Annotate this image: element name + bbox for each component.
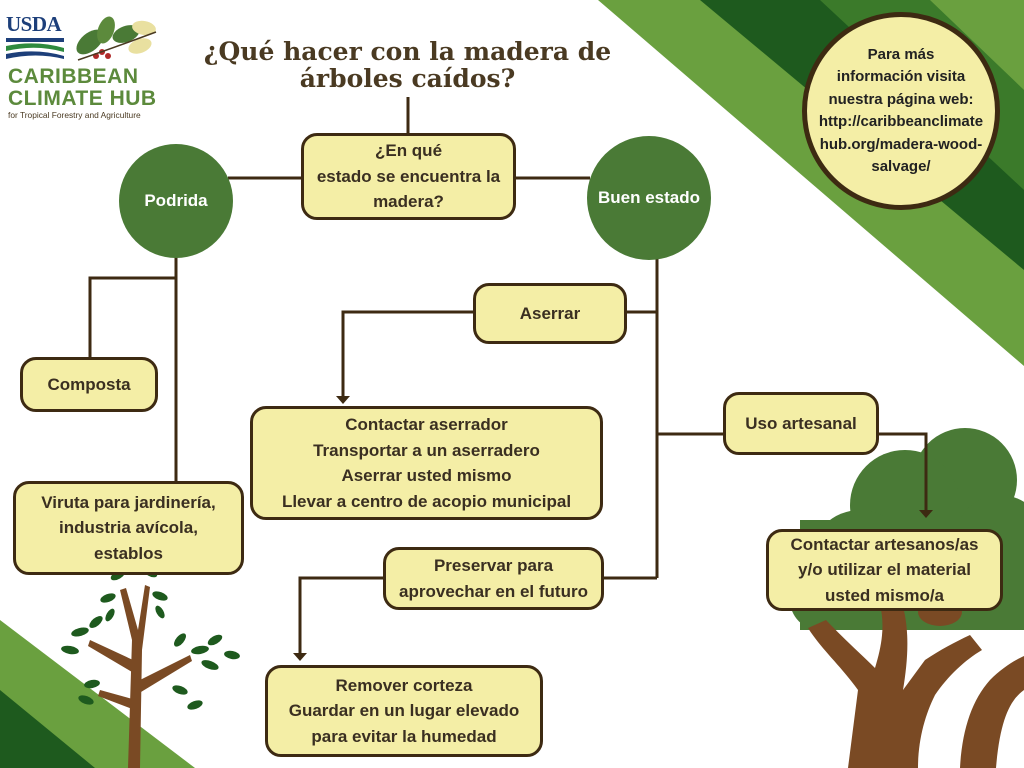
info-url-line: http://caribbeanclimate xyxy=(819,111,983,134)
title-line: árboles caídos? xyxy=(200,65,615,92)
saw-step-line: Contactar aserrador xyxy=(282,412,571,438)
arrowhead-preserve-steps xyxy=(293,653,307,661)
craft-step-line: y/o utilizar el material xyxy=(790,557,978,583)
info-line: Para más xyxy=(819,44,983,67)
more-info-circle: Para más información visita nuestra pági… xyxy=(802,12,1000,210)
chips-line: establos xyxy=(41,541,215,567)
craft-box: Uso artesanal xyxy=(723,392,879,455)
preserve-step-line: Guardar en un lugar elevado xyxy=(289,698,520,724)
saw-label: Aserrar xyxy=(520,301,581,327)
question-line: estado se encuentra la xyxy=(317,164,500,190)
info-url-line: salvage/ xyxy=(819,156,983,179)
page-title: ¿Qué hacer con la madera de árboles caíd… xyxy=(200,38,615,92)
title-line: ¿Qué hacer con la madera de xyxy=(200,38,615,65)
good-state-label: Buen estado xyxy=(598,188,700,208)
arrowhead-saw-steps xyxy=(336,396,350,404)
preserve-line: Preservar para xyxy=(399,553,588,579)
logo-tagline: for Tropical Forestry and Agriculture xyxy=(8,110,141,120)
leaf-logo-icon xyxy=(68,12,160,62)
connector-preserve-steps xyxy=(300,578,385,655)
preserve-line: aprovechar en el futuro xyxy=(399,579,588,605)
preserve-steps-box: Remover corteza Guardar en un lugar elev… xyxy=(265,665,543,757)
bottom-left-stripes xyxy=(0,620,195,768)
saw-step-line: Aserrar usted mismo xyxy=(282,463,571,489)
caribbean-climate-hub-logo: USDA CARIBBEAN CLIMATE HUB for Tropical … xyxy=(6,10,166,120)
info-url-line: hub.org/madera-wood- xyxy=(819,134,983,157)
good-state-circle: Buen estado xyxy=(587,136,711,260)
chips-line: industria avícola, xyxy=(41,515,215,541)
preserve-step-line: Remover corteza xyxy=(289,673,520,699)
compost-label: Composta xyxy=(47,372,130,398)
preserve-step-line: para evitar la humedad xyxy=(289,724,520,750)
question-line: madera? xyxy=(317,189,500,215)
saw-step-line: Transportar a un aserradero xyxy=(282,438,571,464)
usda-hills-icon xyxy=(6,38,66,60)
craft-step-line: usted mismo/a xyxy=(790,583,978,609)
info-line: nuestra página web: xyxy=(819,89,983,112)
connector-saw-steps xyxy=(343,312,475,398)
logo-name-line2: CLIMATE HUB xyxy=(8,87,157,111)
craft-step-line: Contactar artesanos/as xyxy=(790,532,978,558)
chips-line: Viruta para jardinería, xyxy=(41,490,215,516)
question-box: ¿En qué estado se encuentra la madera? xyxy=(301,133,516,220)
saw-box: Aserrar xyxy=(473,283,627,344)
craft-steps-box: Contactar artesanos/as y/o utilizar el m… xyxy=(766,529,1003,611)
craft-label: Uso artesanal xyxy=(745,411,857,437)
saw-step-line: Llevar a centro de acopio municipal xyxy=(282,489,571,515)
question-line: ¿En qué xyxy=(317,138,500,164)
compost-box: Composta xyxy=(20,357,158,412)
connector-rotten-compost xyxy=(90,278,176,358)
rotten-state-circle: Podrida xyxy=(119,144,233,258)
saw-steps-box: Contactar aserrador Transportar a un ase… xyxy=(250,406,603,520)
rotten-state-label: Podrida xyxy=(144,191,207,211)
usda-wordmark: USDA xyxy=(6,12,61,37)
logo-name-line1: CARIBBEAN xyxy=(8,65,139,89)
chips-box: Viruta para jardinería, industria avícol… xyxy=(13,481,244,575)
preserve-box: Preservar para aprovechar en el futuro xyxy=(383,547,604,610)
info-line: información visita xyxy=(819,66,983,89)
